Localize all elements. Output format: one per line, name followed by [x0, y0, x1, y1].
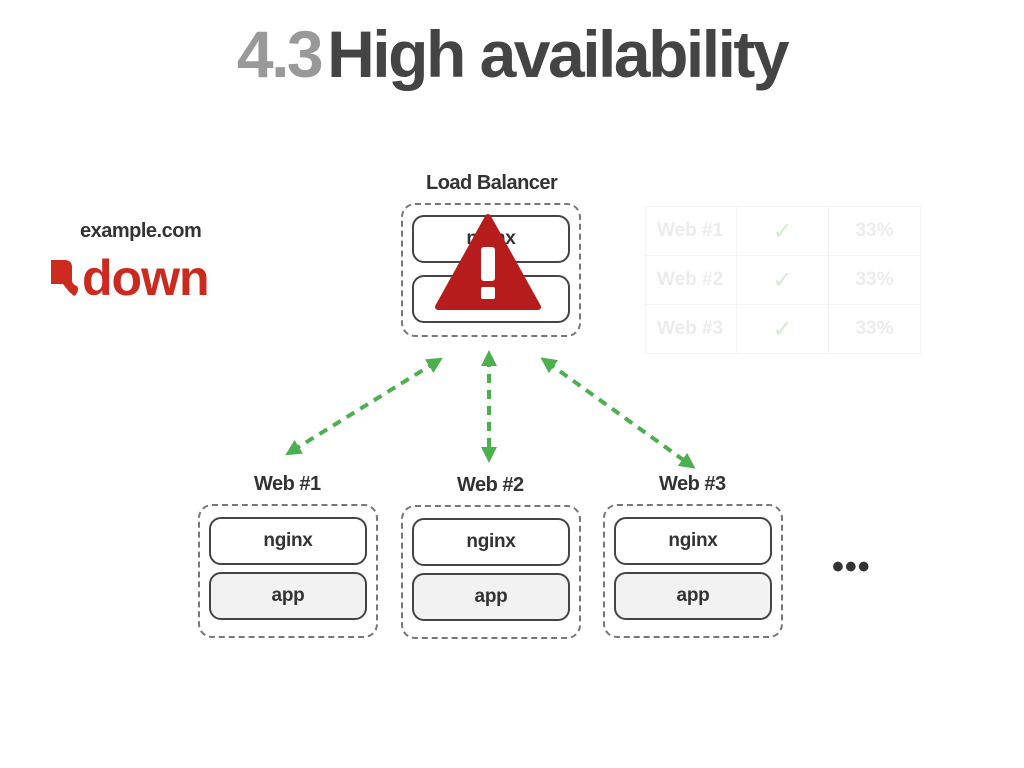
web1-group: nginx app — [198, 504, 378, 638]
web1-label: Web #1 — [254, 473, 321, 495]
load-balancer-label: Load Balancer — [426, 172, 558, 194]
web2-nginx-box: nginx — [412, 518, 570, 566]
arrow-lb-web1 — [285, 357, 443, 456]
web2-group: nginx app — [401, 505, 581, 639]
traffic-table: Web #1 ✓ 33% Web #2 ✓ 33% Web #3 ✓ 33% — [645, 206, 921, 354]
table-cell-server: Web #3 — [645, 304, 737, 354]
title-text: High availability — [327, 17, 789, 91]
web2-app-box: app — [412, 573, 570, 621]
web3-app-box: app — [614, 572, 772, 620]
thumbs-down-icon — [51, 260, 78, 296]
table-row: Web #1 ✓ 33% — [645, 206, 921, 256]
table-cell-share: 33% — [828, 255, 921, 305]
site-status: down — [48, 250, 210, 306]
slide-title: 4.3High availability — [0, 14, 1024, 94]
more-servers-indicator: ••• — [832, 548, 871, 586]
site-domain: example.com — [80, 220, 202, 242]
table-cell-share: 33% — [828, 304, 921, 354]
section-number: 4.3 — [236, 17, 324, 91]
warning-triangle-icon — [435, 214, 541, 310]
web2-label: Web #2 — [457, 474, 524, 496]
arrow-lb-web3 — [540, 357, 696, 469]
web3-nginx-box: nginx — [614, 517, 772, 565]
table-row: Web #2 ✓ 33% — [645, 255, 921, 305]
web1-app-box: app — [209, 572, 367, 620]
table-row: Web #3 ✓ 33% — [645, 304, 921, 354]
web3-group: nginx app — [603, 504, 783, 638]
check-icon: ✓ — [736, 206, 829, 256]
web3-label: Web #3 — [659, 473, 726, 495]
web1-nginx-box: nginx — [209, 517, 367, 565]
status-down-text: down — [82, 250, 210, 306]
table-cell-share: 33% — [828, 206, 921, 256]
check-icon: ✓ — [736, 304, 829, 354]
check-icon: ✓ — [736, 255, 829, 305]
